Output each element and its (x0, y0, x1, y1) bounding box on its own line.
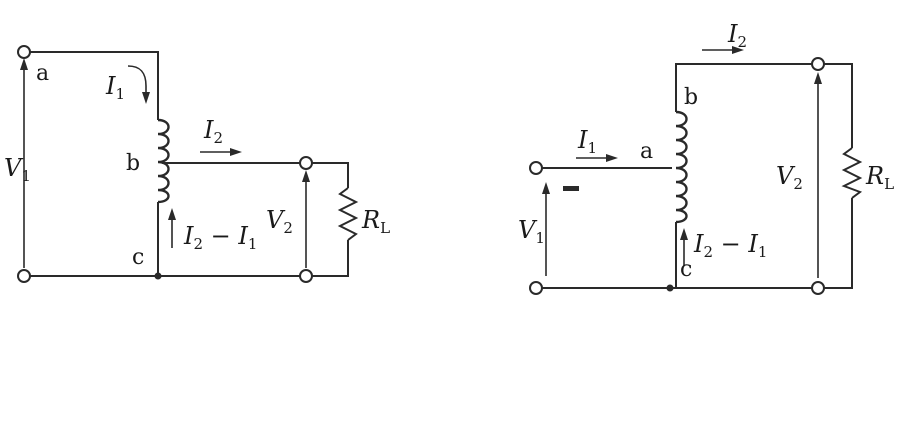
right-terminal-v1-bottom (529, 281, 543, 295)
left-label-rl: RL (361, 206, 390, 237)
left-diff-arrowhead (168, 208, 176, 220)
right-diff-arrowhead (680, 228, 688, 240)
left-label-i1: I1 (105, 72, 125, 103)
right-terminal-v1-top (529, 161, 543, 175)
left-label-a: a (36, 61, 49, 86)
right-resistor (841, 147, 863, 199)
left-terminal-v2-bottom (299, 269, 313, 283)
right-label-rl: RL (865, 162, 894, 193)
left-coil (157, 118, 170, 204)
left-label-v1: V1 (4, 154, 31, 185)
right-i1-arrowhead (606, 154, 618, 162)
left-label-i2: I2 (203, 116, 223, 147)
left-i1-arrow (127, 65, 147, 98)
right-load-bottom-wire (818, 198, 853, 289)
right-v2-arrowhead (814, 72, 822, 84)
left-circuit: a b c V1 I1 I2 I2 − I1 V2 RL (4, 45, 390, 283)
right-load-top-wire (818, 63, 853, 148)
left-label-c: c (132, 245, 144, 270)
right-polarity-mark (563, 186, 579, 191)
left-load-top-wire (306, 162, 349, 188)
right-i2-arrowhead (732, 46, 744, 54)
left-v2-arrowhead (302, 170, 310, 182)
right-v1-arrowhead (542, 182, 550, 194)
right-label-b: b (684, 85, 698, 110)
left-terminal-a (17, 45, 31, 59)
left-load-bottom-wire (306, 240, 349, 277)
left-label-v2: V2 (266, 206, 293, 237)
left-node-c-dot (154, 272, 162, 280)
left-terminal-bottom-left (17, 269, 31, 283)
left-top-wire (24, 51, 159, 120)
right-label-diff: I2 − I1 (693, 230, 767, 261)
left-resistor (337, 187, 359, 241)
right-label-i1: I1 (577, 126, 597, 157)
right-terminal-v2-bottom (811, 281, 825, 295)
right-label-c: c (680, 257, 692, 282)
left-label-diff: I2 − I1 (183, 222, 257, 253)
right-label-v2: V2 (776, 162, 803, 193)
left-label-b: b (126, 151, 140, 176)
left-terminal-v2-top (299, 156, 313, 170)
left-v1-arrowhead (20, 58, 28, 70)
right-circuit: b a c I2 I1 V1 I2 − I1 V2 RL (518, 20, 894, 295)
right-label-i2: I2 (727, 20, 747, 51)
right-label-a: a (640, 139, 653, 164)
right-node-c-dot (666, 284, 674, 292)
right-terminal-v2-top (811, 57, 825, 71)
right-label-v1: V1 (518, 216, 545, 247)
right-top-wire (675, 63, 818, 112)
right-coil (675, 110, 688, 224)
left-i1-arrowhead (142, 92, 150, 104)
left-i2-arrowhead (230, 148, 242, 156)
